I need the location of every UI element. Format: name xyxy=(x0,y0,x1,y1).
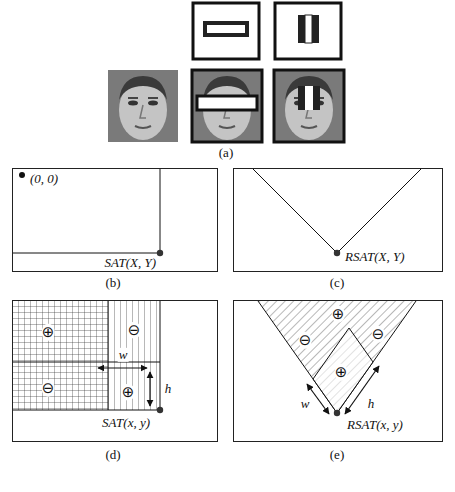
plus-sign: ⊕ xyxy=(122,384,135,401)
sat-label: SAT(X, Y) xyxy=(104,256,156,270)
plus-sign: ⊕ xyxy=(42,324,55,341)
plus-sign: ⊕ xyxy=(335,364,348,381)
minus-sign: ⊖ xyxy=(372,326,385,343)
panel-label: (a) xyxy=(219,146,233,160)
plus-sign: ⊕ xyxy=(332,306,345,323)
width-label: w xyxy=(118,348,129,362)
feature-box xyxy=(193,3,259,59)
face-image xyxy=(192,70,262,142)
panel-label: (c) xyxy=(330,276,344,290)
sat-label: SAT(x, y) xyxy=(102,416,150,430)
origin-label: (0, 0) xyxy=(30,172,58,186)
height-label: h xyxy=(164,382,173,396)
rsat-label: RSAT(x, y) xyxy=(347,418,403,432)
minus-sign: ⊖ xyxy=(128,322,141,339)
height-label: h xyxy=(367,397,376,411)
edge-feature xyxy=(203,21,249,37)
face-image xyxy=(108,70,178,142)
face-image xyxy=(274,70,344,142)
sat-panel: (0, 0) SAT(X, Y) xyxy=(12,168,218,272)
minus-sign: ⊖ xyxy=(299,332,312,349)
rsat-sum-panel: ⊕ ⊖ ⊖ ⊕ w hRSAT(x, y) xyxy=(233,300,443,442)
panel-label: (b) xyxy=(105,276,120,290)
rsat-label: RSAT(X, Y) xyxy=(345,250,404,264)
line-feature xyxy=(298,15,305,43)
panel-label: (e) xyxy=(330,448,344,462)
sat-sum-panel: ⊕ ⊖ ⊖ ⊕ w hSAT(x, y) xyxy=(12,300,218,442)
rsat-panel: RSAT(X, Y) xyxy=(233,168,443,272)
panel-label: (d) xyxy=(105,448,120,462)
width-label: w xyxy=(300,397,311,411)
minus-sign: ⊖ xyxy=(42,380,55,397)
feature-box xyxy=(275,3,341,59)
